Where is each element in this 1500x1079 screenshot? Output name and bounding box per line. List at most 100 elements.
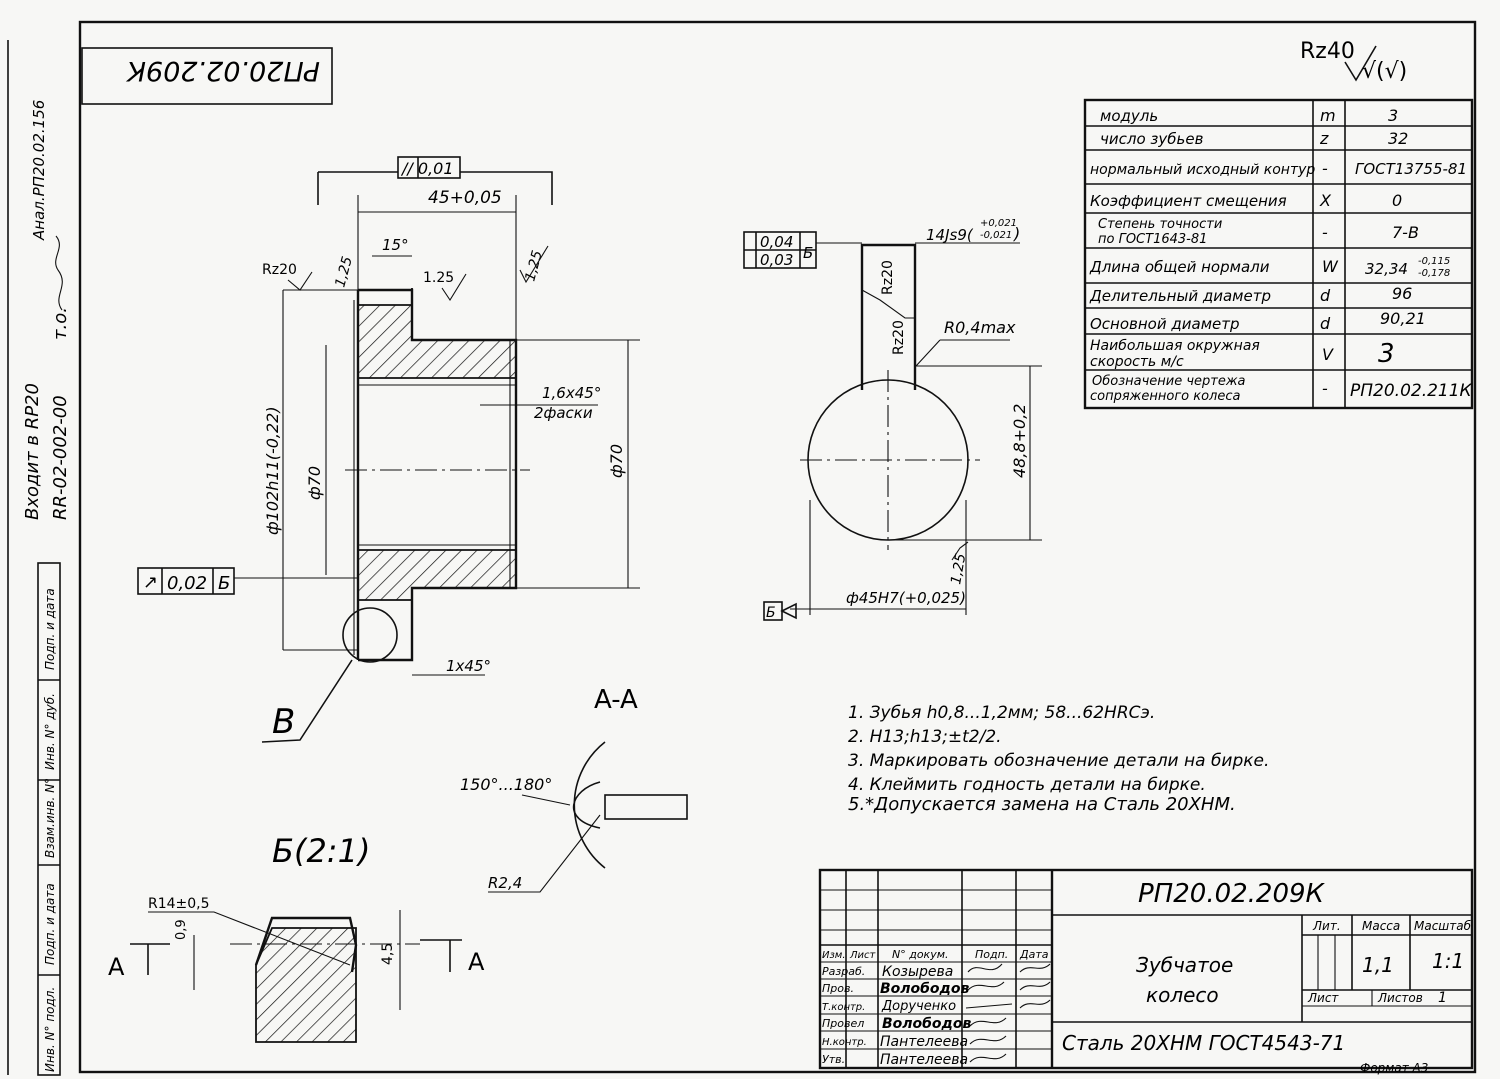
param-value: 7-В <box>1392 223 1419 242</box>
cut-right: A <box>468 948 485 976</box>
aa-label: A-A <box>594 685 638 715</box>
side-stamp-3: Взам.инв. N° <box>43 778 57 858</box>
roughness-general: Rz40 <box>1300 39 1355 64</box>
param-value: 90,21 <box>1380 309 1426 328</box>
param-name: Наибольшая окружная <box>1090 338 1260 354</box>
tb-mass: 1,1 <box>1362 953 1394 977</box>
title-block: РП20.02.209К Зубчатое колесо Сталь 20ХНМ… <box>818 868 1474 1075</box>
tb-role: Разраб. <box>822 965 865 978</box>
key-radius: R0,4max <box>944 318 1016 337</box>
param-value: РП20.02.211К <box>1350 381 1473 401</box>
section-aa: A-A 150°...180° R2,4 <box>460 685 688 893</box>
param-symbol: W <box>1322 257 1339 276</box>
signature-scribble <box>969 1053 1007 1063</box>
param-value: 0 <box>1392 191 1402 210</box>
param-name-2: скорость м/с <box>1090 354 1184 370</box>
param-symbol: z <box>1319 129 1329 148</box>
chamfer-small: 1x45° <box>446 657 491 675</box>
tb-col-scale: Масштаб <box>1414 919 1472 933</box>
note-5: 5.*Допускается замена на Сталь 20ХНМ. <box>848 794 1236 815</box>
param-name-2: по ГОСТ1643-81 <box>1098 232 1207 247</box>
param-value: 32,34 <box>1365 260 1408 278</box>
doc-number-inverted: РП20.02.209К <box>125 55 320 86</box>
tb-col-mass: Масса <box>1362 919 1400 933</box>
chamfer-angle: 15° <box>382 236 409 254</box>
param-name: число зубьев <box>1100 130 1204 148</box>
param-tol-up: -0,115 <box>1418 256 1450 267</box>
note-2: 2. H13;h13;±t2/2. <box>848 727 1002 747</box>
signature-scribble <box>967 981 1051 991</box>
signature-scribble <box>969 1035 1007 1045</box>
key-tol-up: +0,021 <box>980 218 1017 229</box>
tb-name: Волободов <box>880 981 969 997</box>
param-symbol: V <box>1322 345 1334 364</box>
param-tol-dn: -0,178 <box>1418 268 1450 279</box>
d-bore: ф70 <box>305 466 324 500</box>
param-value: 3 <box>1378 339 1395 369</box>
r-left: Rz20 <box>262 262 297 278</box>
tb-sheets: Листов <box>1377 991 1423 1005</box>
side-signature <box>55 235 63 311</box>
tb-name: Пантелеева <box>880 1034 968 1050</box>
param-name-2: сопряженного колеса <box>1090 389 1241 404</box>
key-tol2-val: 0,03 <box>760 251 793 269</box>
detail-dim-45: 4,5 <box>380 943 396 965</box>
param-symbol: - <box>1322 379 1328 398</box>
key-height: 48,8+0,2 <box>1010 404 1029 478</box>
detail-radius: R14±0,5 <box>148 896 210 912</box>
tb-col-lit: Лит. <box>1312 919 1341 933</box>
param-symbol: d <box>1320 314 1331 333</box>
tb-name: Козырева <box>882 964 953 980</box>
tb-designation: РП20.02.209К <box>1138 879 1326 909</box>
tb-head-date: Дата <box>1019 948 1049 961</box>
param-name: Степень точности <box>1098 217 1222 232</box>
cut-left: A <box>108 953 125 981</box>
roughness-general-mark: √(√) <box>1362 59 1407 84</box>
tb-part-name-2: колесо <box>1146 983 1219 1007</box>
tb-format: Формат А3 <box>1360 1061 1428 1075</box>
parallel-tol: // 0,01 <box>400 159 454 178</box>
tb-sheets-val: 1 <box>1438 990 1447 1006</box>
key-bracket: ) <box>1013 224 1020 243</box>
key-datum: Б <box>803 244 813 262</box>
tb-role: Т.контр. <box>822 1002 865 1013</box>
notes: 1. Зубья h0,8...1,2мм; 58...62HRCэ. 2. H… <box>848 703 1269 815</box>
side-line-1: Входит в RP20 <box>22 383 43 520</box>
tb-name: Волободов <box>882 1016 971 1032</box>
chamfer-note-2: 2фаски <box>534 404 593 422</box>
tb-name: Пантелеева <box>880 1052 968 1068</box>
param-name: нормальный исходный контур <box>1090 162 1315 178</box>
param-name: Обозначение чертежа <box>1092 374 1246 389</box>
tb-sheet: Лист <box>1307 991 1339 1005</box>
runout-datum: Б <box>218 573 230 594</box>
note-1: 1. Зубья h0,8...1,2мм; 58...62HRCэ. <box>848 703 1155 723</box>
param-name: Длина общей нормали <box>1089 258 1270 276</box>
general-roughness: Rz40 √(√) <box>1300 39 1407 84</box>
side-line-2: RR-02-002-00 <box>50 395 71 520</box>
r125-b: 1.25 <box>423 270 454 286</box>
r125-c: 1,25 <box>522 249 546 283</box>
key-r125: 1,25 <box>948 552 969 586</box>
note-3: 3. Маркировать обозначение детали на бир… <box>848 751 1269 771</box>
r125-a: 1,25 <box>332 255 356 289</box>
param-symbol: d <box>1320 286 1331 305</box>
tb-head-izm: Изм. <box>822 950 846 961</box>
tb-part-name-1: Зубчатое <box>1136 953 1233 977</box>
side-line-4: Анал.РП20.02.156 <box>30 100 48 241</box>
signature-scribble <box>967 963 1051 973</box>
tb-name: Дорученко <box>881 999 956 1014</box>
signature-scribble <box>969 1017 1007 1027</box>
note-4: 4. Клеймить годность детали на бирке. <box>848 775 1206 795</box>
detail-dim-09: 0,9 <box>174 919 189 940</box>
side-stamp-1: Подп. и дата <box>43 588 57 670</box>
key-tol-dn: -0,021 <box>980 230 1012 241</box>
d-hub: ф70 <box>607 444 626 478</box>
param-value: 3 <box>1388 106 1398 125</box>
key-tol1-val: 0,04 <box>760 233 793 251</box>
param-symbol: - <box>1322 223 1328 242</box>
tb-head-doc: N° докум. <box>892 948 949 961</box>
detail-b: Б(2:1) R14±0,5 0,9 4,5 A A <box>108 832 485 1043</box>
param-name: Коэффициент смещения <box>1090 192 1287 210</box>
tb-role: Провел <box>822 1017 864 1030</box>
